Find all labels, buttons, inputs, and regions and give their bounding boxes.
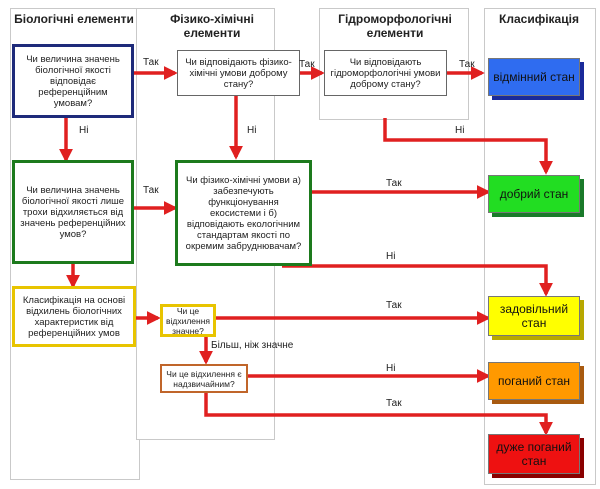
label-yes-extreme: Так — [386, 398, 402, 409]
classif-header: Класифікація — [499, 12, 579, 26]
label-yes-hydro1: Так — [459, 59, 475, 70]
arrow-phys2-to-moderate — [282, 264, 553, 297]
deviation-significant-question: Чи це відхилення значне? — [160, 304, 216, 337]
physchem-good-question: Чи відповідають фізико-хімічні умови доб… — [177, 50, 300, 96]
bio-slight-deviation-question: Чи величина значень біологічної якості л… — [12, 160, 134, 264]
deviation-extreme-question: Чи це відхилення є надзвичайним? — [160, 364, 248, 393]
label-yes-phys2: Так — [386, 178, 402, 189]
physchem-standards-question: Чи фізико-хімічні умови а) забезпечують … — [175, 160, 312, 266]
bio-reference-question: Чи величина значень біологічної якості в… — [12, 44, 134, 118]
bio-deviation-classification: Класифікація на основі відхилень біологі… — [12, 286, 136, 347]
label-yes-bio1: Так — [143, 57, 159, 68]
label-yes-bio2: Так — [143, 185, 159, 196]
arrow-hydro1-to-good — [383, 118, 553, 175]
label-no-hydro1: Ні — [455, 125, 465, 136]
label-yes-significant: Так — [386, 300, 402, 311]
class-good-status: добрий стан — [488, 175, 580, 213]
label-no-phys2: Ні — [386, 251, 396, 262]
class-moderate-status: задовільний стан — [488, 296, 580, 336]
label-yes-phys1: Так — [299, 59, 315, 70]
class-bad-status: дуже поганий стан — [488, 434, 580, 474]
label-no-phys1: Ні — [247, 125, 257, 136]
label-no-extreme: Ні — [386, 363, 396, 374]
arrow-large-to-bad — [204, 393, 553, 436]
hydro-good-question: Чи відповідають гідроморфологічні умови … — [324, 50, 447, 96]
label-greater-than-significant: Більш, ніж значне — [211, 340, 294, 351]
class-poor-status: поганий стан — [488, 362, 580, 400]
class-high-status: відмінний стан — [488, 58, 580, 96]
hydro-header: Гідроморфологічні елементи — [338, 12, 452, 40]
label-no-bio1: Ні — [79, 125, 89, 136]
physchem-header: Фізико-хімічні елементи — [170, 12, 254, 40]
bio-header: Біологічні елементи — [14, 12, 134, 26]
